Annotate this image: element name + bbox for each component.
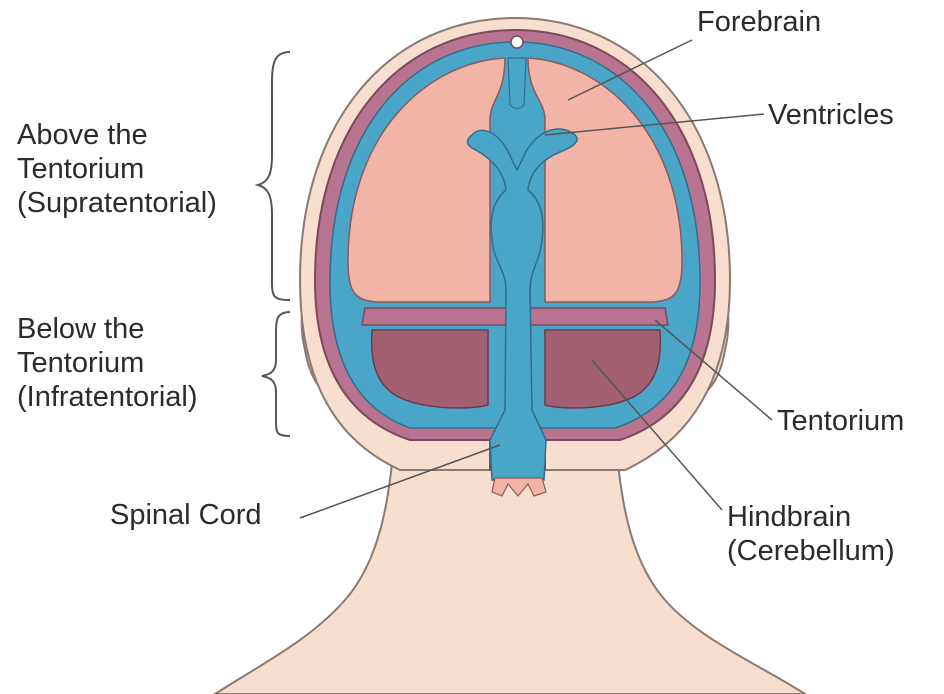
label-supratentorial: Above the Tentorium (Supratentorial): [17, 118, 217, 220]
spinal-cord-roots: [492, 478, 546, 496]
brace-infratentorial: [262, 312, 290, 436]
label-above-line2: Tentorium: [17, 152, 217, 186]
label-below-line2: Tentorium: [17, 346, 198, 380]
label-below-line3: (Infratentorial): [17, 380, 198, 414]
label-spinal-cord: Spinal Cord: [110, 498, 262, 532]
label-below-line1: Below the: [17, 312, 198, 346]
sagittal-sinus: [511, 36, 523, 48]
label-hindbrain: Hindbrain (Cerebellum): [727, 500, 895, 568]
midline-fissure: [508, 58, 526, 109]
label-infratentorial: Below the Tentorium (Infratentorial): [17, 312, 198, 414]
label-tentorium: Tentorium: [777, 404, 904, 438]
brace-supratentorial: [258, 52, 290, 300]
label-above-line1: Above the: [17, 118, 217, 152]
label-hindbrain-line1: Hindbrain: [727, 500, 895, 534]
label-hindbrain-line2: (Cerebellum): [727, 534, 895, 568]
label-ventricles: Ventricles: [768, 98, 894, 132]
label-above-line3: (Supratentorial): [17, 186, 217, 220]
label-forebrain: Forebrain: [697, 5, 821, 39]
